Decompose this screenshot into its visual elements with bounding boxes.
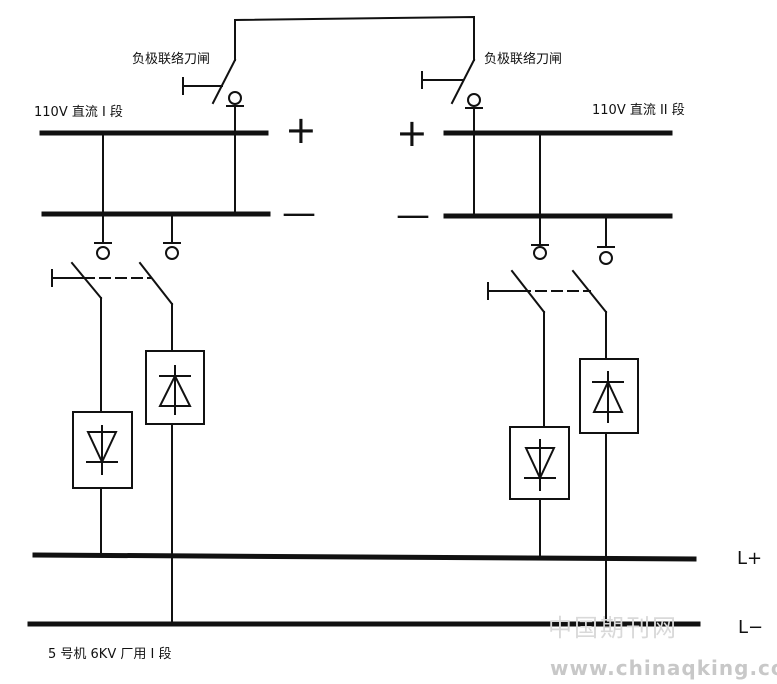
minus-sign-right: — [396,195,430,235]
right-tie-switch [421,58,483,217]
l-minus-label: L− [738,617,764,638]
tie-switch-label-left: 负极联络刀闸 [132,52,211,67]
tie-switch-label-right: 负极联络刀闸 [484,52,563,67]
left-tie-switch [182,58,244,215]
right-branch-b [571,215,639,625]
watermark-url: www.chinaqking.com [550,656,777,680]
l-plus-bus [32,552,697,562]
source-label: 5 号机 6KV 厂用 I 段 [48,647,172,662]
left-branch-a [51,213,133,556]
watermark-cn: 中国期刊网 [548,614,678,642]
bus-section-2-label: 110V 直流 II 段 [592,103,685,118]
plus-sign-left: + [285,108,317,152]
right-branch-a [487,215,570,558]
bus-section-1-label: 110V 直流 I 段 [34,105,123,120]
l-plus-label: L+ [737,548,763,569]
plus-sign-right: + [396,111,428,155]
minus-sign-left: — [282,193,316,233]
tie-link-wire [234,15,475,61]
left-branch-b [138,213,205,625]
